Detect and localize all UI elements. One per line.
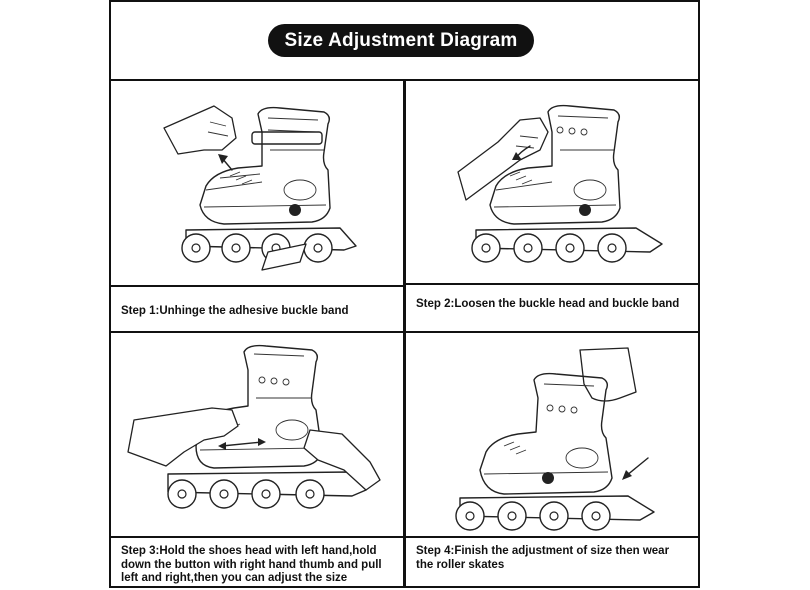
caption-separator-2: [406, 283, 698, 285]
skate-boot-1: [181, 106, 357, 263]
adjust-double-arrow: [218, 438, 266, 450]
right-hand-3: [303, 429, 381, 491]
hand-2: [457, 117, 549, 201]
step-3-caption: Step 3:Hold the shoes head with left han…: [121, 545, 382, 584]
skate-wheels-3: [167, 479, 325, 509]
skate-wheels-2: [471, 233, 627, 263]
step-2-caption: Step 2:Loosen the buckle head and buckle…: [416, 298, 680, 310]
pointer-arrow-4: [622, 457, 649, 480]
diagram-title: Size Adjustment Diagram: [268, 24, 534, 57]
skate-boot-2: [471, 104, 663, 263]
column-divider: [403, 81, 406, 588]
hand-1: [163, 105, 237, 155]
skate-boot-4: [455, 372, 655, 531]
step-4-caption: Step 4:Finish the adjustment of size the…: [416, 545, 670, 571]
diagram-header: [111, 2, 698, 81]
leg-4: [579, 347, 637, 402]
caption-separator-4: [406, 536, 698, 538]
skate-wheels-1: [181, 233, 333, 263]
caption-separator-1: [111, 285, 403, 287]
caption-separator-3: [111, 536, 403, 538]
step-1-caption: Step 1:Unhinge the adhesive buckle band: [121, 305, 349, 317]
skate-wheels-4: [455, 501, 611, 531]
left-hand-3: [127, 407, 239, 467]
